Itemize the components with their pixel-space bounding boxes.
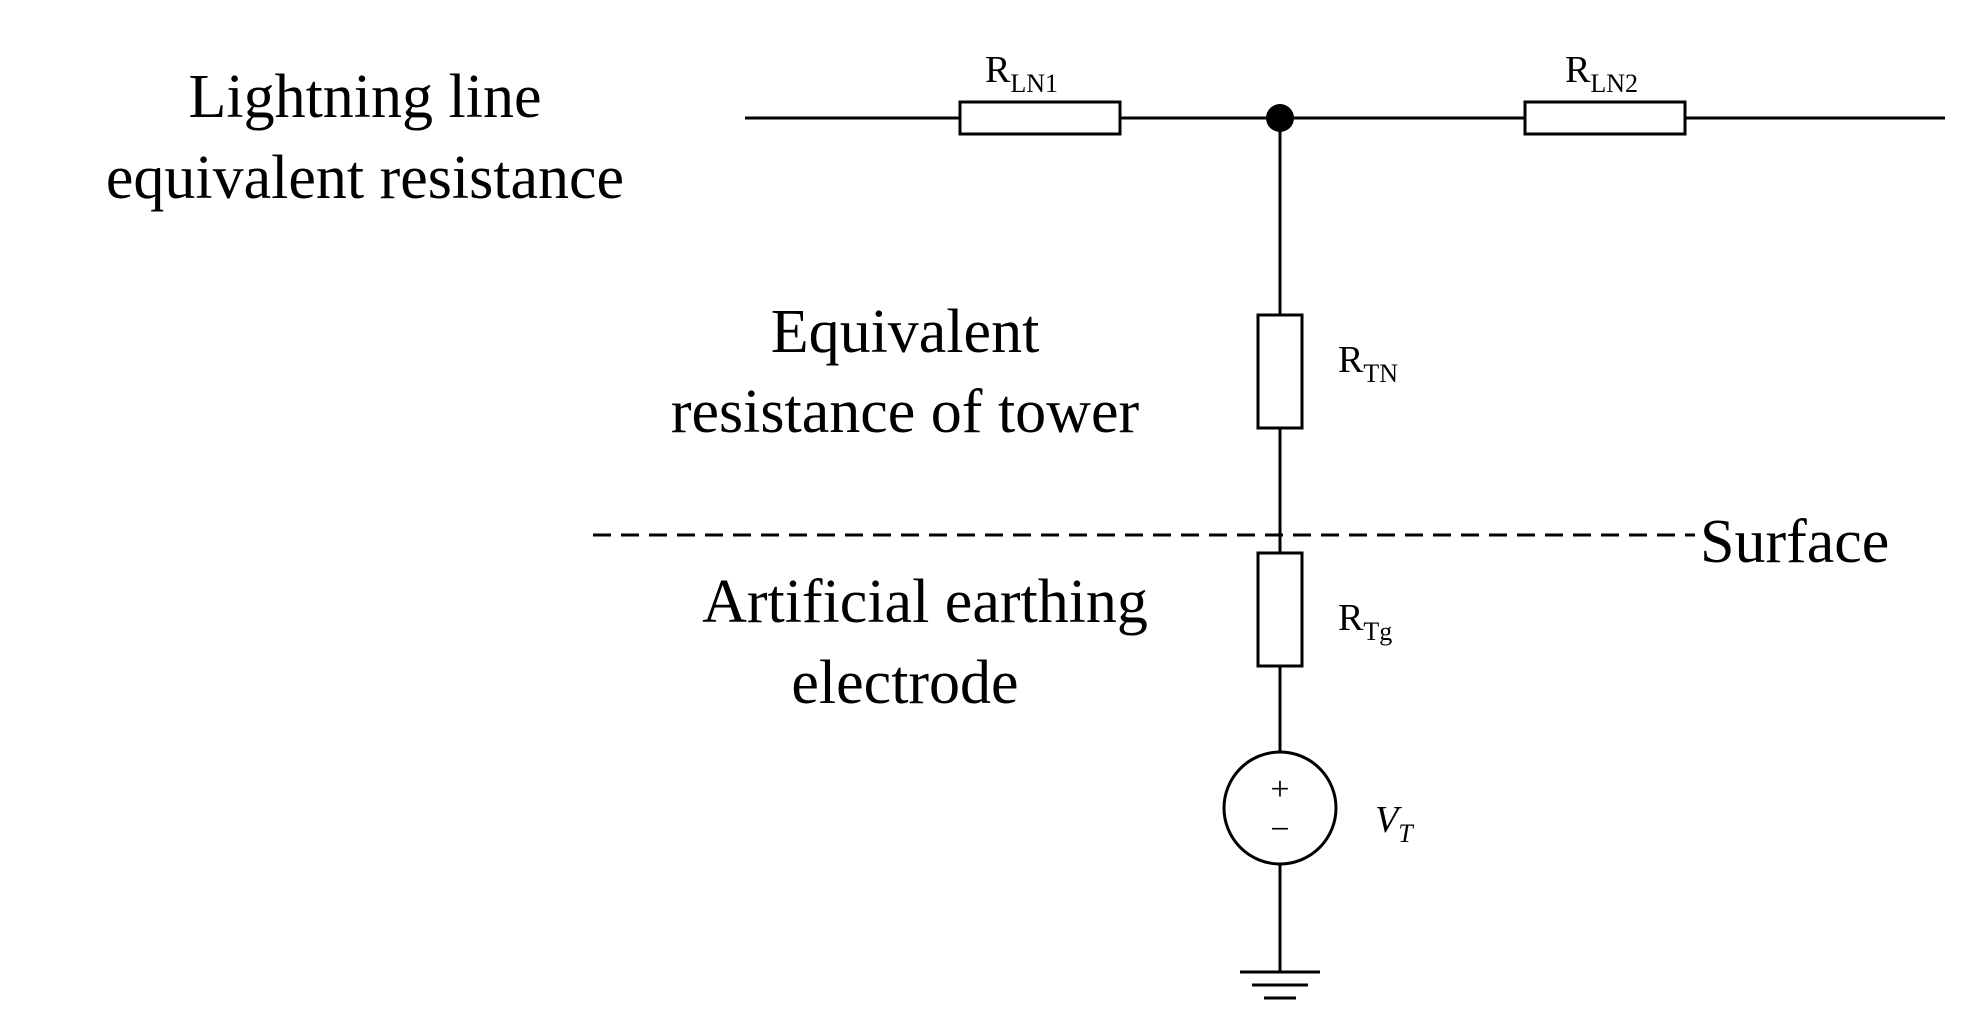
ground-icon — [1240, 970, 1320, 1000]
label-earthing-electrode-2: electrode — [791, 649, 1018, 717]
resistor-rtg-label: RTg — [1338, 597, 1392, 646]
voltage-source-plus: + — [1270, 771, 1289, 808]
voltage-source-minus: − — [1270, 811, 1289, 848]
label-lightning-line: Lightning line — [188, 63, 541, 131]
resistor-rtg — [1256, 551, 1304, 668]
label-tower-resistance: resistance of tower — [671, 378, 1140, 446]
resistor-rtn-label: RTN — [1338, 339, 1398, 388]
label-earthing-electrode-1: Artificial earthing — [702, 568, 1148, 636]
voltage-source-label: VT — [1375, 799, 1414, 848]
resistor-rln1-label: RLN1 — [985, 49, 1058, 98]
label-surface: Surface — [1700, 508, 1889, 576]
label-tower-equivalent: Equivalent — [771, 298, 1040, 366]
resistor-rtn — [1256, 313, 1304, 430]
resistor-rln2 — [1523, 100, 1687, 136]
label-equivalent-resistance: equivalent resistance — [106, 144, 624, 212]
voltage-source-vt — [1222, 750, 1338, 866]
resistor-rln1 — [958, 100, 1122, 136]
resistor-rln2-label: RLN2 — [1565, 49, 1638, 98]
